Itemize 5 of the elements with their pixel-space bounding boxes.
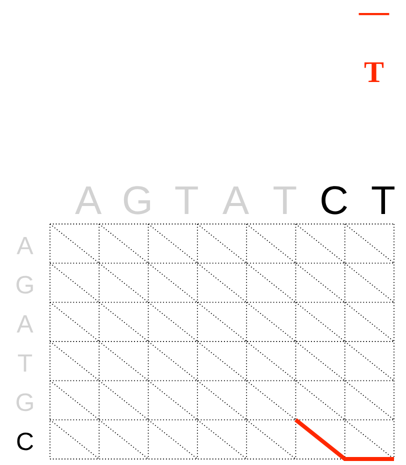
row-letter: C <box>17 432 34 450</box>
gap-symbol: — <box>358 12 390 16</box>
aligned-letter: T <box>364 62 384 82</box>
column-letter: C <box>322 186 347 214</box>
column-letter: T <box>372 186 394 214</box>
